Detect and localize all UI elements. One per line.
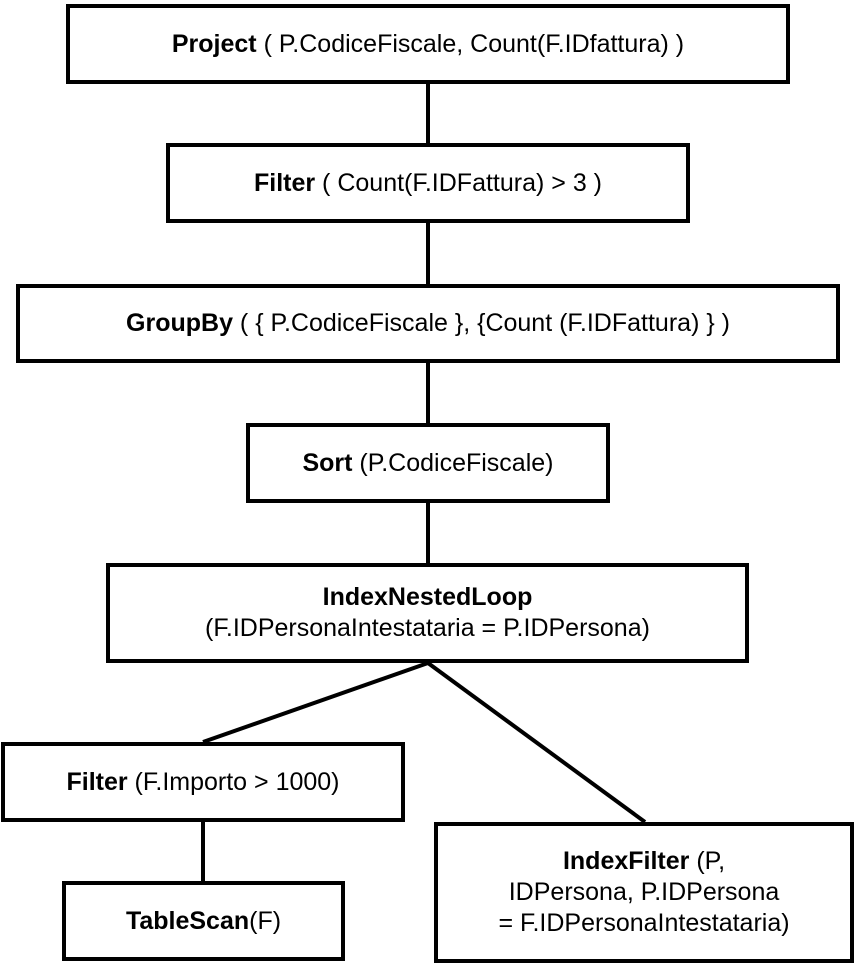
node-sort-operator: Sort xyxy=(302,448,353,477)
node-filter-count-operator: Filter xyxy=(253,168,316,197)
node-sort-args: (P.CodiceFiscale) xyxy=(352,448,554,477)
node-filter-count-args: ( Count(F.IDFattura) > 3 ) xyxy=(315,168,602,197)
node-filter-count: Filter ( Count(F.IDFattura) > 3 ) xyxy=(166,143,690,223)
edge-indexnestedloop-indexfilter xyxy=(426,661,647,824)
node-index-filter: IndexFilter (P, IDPersona, P.IDPersona =… xyxy=(434,822,854,963)
node-table-scan: TableScan(F) xyxy=(62,881,345,961)
node-index-filter-operator: IndexFilter xyxy=(562,847,690,875)
node-groupby-operator: GroupBy xyxy=(126,309,233,337)
node-index-filter-args-3: = F.IDPersonaIntestataria) xyxy=(498,909,790,937)
node-project-operator: Project xyxy=(171,29,257,58)
node-groupby: GroupBy ( { P.CodiceFiscale }, {Count (F… xyxy=(16,284,840,363)
node-index-filter-args-1: (P, xyxy=(689,847,726,875)
node-groupby-args: ( { P.CodiceFiscale }, {Count (F.IDFattu… xyxy=(232,309,730,337)
node-table-scan-args: (F) xyxy=(249,906,282,935)
node-filter-importo: Filter (F.Importo > 1000) xyxy=(1,742,405,822)
node-project-args: ( P.CodiceFiscale, Count(F.IDfattura) ) xyxy=(256,29,685,58)
node-index-filter-args-2: IDPersona, P.IDPersona xyxy=(508,878,780,906)
node-filter-importo-operator: Filter xyxy=(66,767,128,796)
edge-indexnestedloop-filter-importo xyxy=(202,661,429,744)
node-sort: Sort (P.CodiceFiscale) xyxy=(246,423,610,503)
node-table-scan-operator: TableScan xyxy=(125,906,250,935)
node-index-nested-loop-operator: IndexNestedLoop xyxy=(322,583,533,611)
node-filter-importo-args: (F.Importo > 1000) xyxy=(127,767,340,796)
node-index-nested-loop-args: (F.IDPersonaIntestataria = P.IDPersona) xyxy=(205,614,650,642)
node-index-nested-loop: IndexNestedLoop (F.IDPersonaIntestataria… xyxy=(106,563,749,663)
node-project: Project ( P.CodiceFiscale, Count(F.IDfat… xyxy=(66,4,790,84)
